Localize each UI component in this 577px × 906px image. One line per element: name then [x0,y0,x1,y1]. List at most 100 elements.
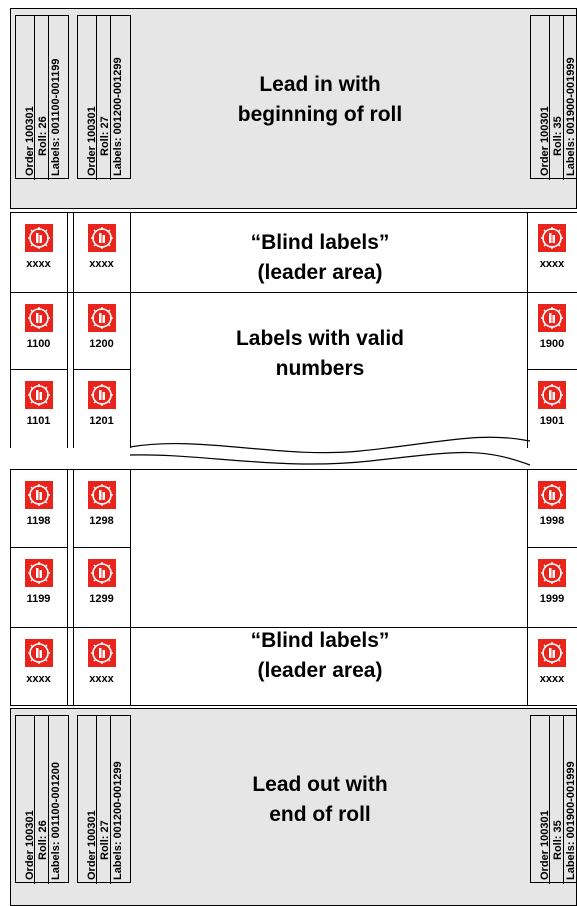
muller-logo-icon [24,224,53,252]
label-cell: 1100 [10,294,67,370]
blind-top-divider [10,292,577,293]
blind-top-caption-line1: “Blind labels” [250,231,390,254]
valid-row-divider-bottom [10,547,67,548]
label-cell: xxxx [10,629,67,705]
roll-labels-text: Labels: 001100-001200 [50,761,62,880]
lead-out-roll-strip-26: Order 100301 Roll: 26 Labels: 001100-001… [15,715,69,884]
roll-order-text: Order 100301 [86,810,98,880]
roll-order-text: Order 100301 [86,106,98,176]
label-cell: 1201 [73,371,130,447]
roll-order-text: Order 100301 [539,106,551,176]
roll-number-text: Roll: 26 [37,116,49,156]
roll-labels-text: Labels: 001900-001999 [565,57,577,176]
label-number: 1900 [539,338,565,350]
roll-labels-text: Labels: 001200-001299 [112,761,124,880]
valid-row-divider-bottom [527,547,577,548]
column-border [73,212,74,448]
roll-number-text: Roll: 27 [99,116,111,156]
muller-logo-icon [538,381,566,409]
label-number: xxxx [89,673,114,685]
label-cell: 1298 [73,471,130,547]
lead-out-caption-line2: end of roll [269,803,371,826]
label-cell: 1200 [73,294,130,370]
label-cell: 1998 [527,471,577,547]
label-cell: 1299 [73,549,130,625]
valid-row-divider-top [73,369,130,370]
valid-labels-caption: Labels with valid numbers [150,324,490,384]
muller-logo-icon [87,381,116,409]
label-cell: xxxx [527,214,577,290]
label-number: xxxx [539,258,565,270]
roll-number-text: Roll: 35 [552,820,564,860]
label-number: 1901 [539,415,565,427]
muller-logo-icon [538,559,566,587]
muller-logo-icon [87,304,116,332]
break-wave-upper [129,436,531,454]
label-number: 1100 [26,338,51,350]
label-cell: xxxx [10,214,67,290]
muller-logo-icon [87,481,116,509]
lead-in-roll-strip-26: Order 100301 Roll: 26 Labels: 001100-001… [15,15,69,180]
roll-number-text: Roll: 27 [99,820,111,860]
muller-logo-icon [24,304,53,332]
muller-logo-icon [538,224,566,252]
label-number: 1999 [539,593,565,605]
top-region-top-border [10,212,577,213]
roll-break-wave [129,436,531,466]
muller-logo-icon [24,381,53,409]
blind-bottom-caption-line1: “Blind labels” [250,629,390,652]
lead-out-caption-line1: Lead out with [252,773,388,796]
valid-caption-line2: numbers [275,357,365,380]
label-cell: 1999 [527,549,577,625]
bottom-region-bottom-border [10,705,577,706]
label-cell: 1101 [10,371,67,447]
column-border [130,469,131,705]
roll-order-text: Order 100301 [24,106,36,176]
label-cell: xxxx [73,214,130,290]
column-border [527,469,528,705]
label-cell: 1199 [10,549,67,625]
blind-top-caption: “Blind labels” (leader area) [150,228,490,288]
label-number: 1299 [89,593,114,605]
bottom-region-top-border [10,469,577,470]
label-number: 1998 [539,515,565,527]
label-number: 1101 [26,415,51,427]
break-wave-lower [129,451,531,466]
blind-bottom-caption: “Blind labels” (leader area) [150,626,490,686]
roll-labels-text: Labels: 001100-001199 [50,58,62,176]
label-number: 1298 [89,515,114,527]
roll-number-text: Roll: 35 [552,116,564,156]
label-number: 1201 [89,415,114,427]
lead-out-caption: Lead out with end of roll [150,770,490,830]
valid-row-divider-bottom [73,547,130,548]
valid-caption-line1: Labels with valid [235,327,405,350]
label-number: xxxx [26,258,51,270]
muller-logo-icon [24,559,53,587]
label-cell: xxxx [527,629,577,705]
label-number: 1198 [26,515,51,527]
label-cell: 1900 [527,294,577,370]
column-border [67,469,68,705]
muller-logo-icon [538,304,566,332]
label-number: xxxx [26,673,51,685]
roll-number-text: Roll: 26 [37,820,49,860]
valid-row-divider-top [10,369,67,370]
roll-order-text: Order 100301 [539,810,551,880]
muller-logo-icon [87,559,116,587]
blind-bottom-divider [10,627,577,628]
label-cell: xxxx [73,629,130,705]
blind-bottom-caption-line2: (leader area) [257,659,383,682]
label-cell: 1901 [527,371,577,447]
column-border [527,212,528,448]
lead-in-caption-line1: Lead in with [259,73,381,96]
roll-order-text: Order 100301 [24,810,36,880]
column-border [130,212,131,448]
blind-top-caption-line2: (leader area) [257,261,383,284]
roll-labels-text: Labels: 001900-001999 [565,761,577,880]
label-number: 1199 [26,593,51,605]
column-border [73,469,74,705]
lead-out-roll-strip-27: Order 100301 Roll: 27 Labels: 001200-001… [77,715,131,884]
muller-logo-icon [24,639,53,667]
muller-logo-icon [87,639,116,667]
lead-in-caption-line2: beginning of roll [237,103,403,126]
